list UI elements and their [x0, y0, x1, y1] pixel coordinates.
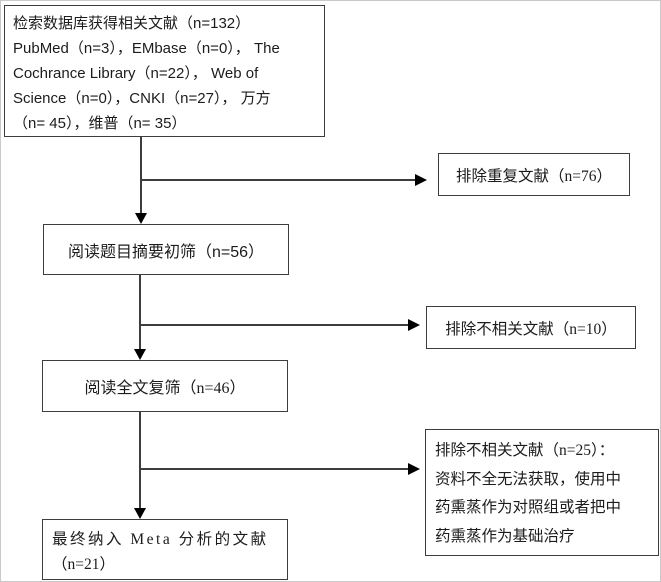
flow-box-final-included: 最终纳入 Meta 分析的文献 （n=21）	[42, 519, 288, 580]
arrowhead-right-icon	[408, 319, 420, 331]
connector-line-right-2	[140, 324, 409, 326]
connector-line-right-1	[141, 179, 416, 181]
connector-line-right-3	[140, 468, 408, 470]
flow-box-duplicates-excluded: 排除重复文献（n=76）	[438, 153, 630, 196]
irrelevant-excluded-2-line-1: 排除不相关文献（n=25）：	[435, 442, 615, 459]
final-included-line-2: （n=21）	[52, 556, 115, 573]
final-included-line-1: 最终纳入 Meta 分析的文献	[52, 531, 269, 548]
title-abstract-screen-label: 阅读题目摘要初筛（n=56）	[67, 243, 265, 261]
flow-box-fulltext-screen: 阅读全文复筛（n=46）	[42, 360, 288, 412]
search-line-3: Cochrance Library（n=22）， Web of	[13, 65, 259, 82]
connector-line-down-2	[139, 275, 141, 350]
irrelevant-excluded-1-label: 排除不相关文献（n=10）	[445, 320, 617, 338]
connector-line-down-3	[139, 412, 141, 509]
fulltext-screen-label: 阅读全文复筛（n=46）	[84, 380, 246, 397]
arrowhead-down-icon	[133, 508, 146, 519]
flow-box-title-abstract-screen: 阅读题目摘要初筛（n=56）	[43, 224, 289, 275]
connector-line-down-1	[140, 137, 142, 214]
flow-box-database-search: 检索数据库获得相关文献（n=132） PubMed（n=3），EMbase（n=…	[4, 5, 325, 137]
irrelevant-excluded-2-line-4: 药熏蒸作为基础治疗	[435, 527, 575, 545]
arrowhead-down-icon	[134, 213, 147, 224]
arrowhead-right-icon	[415, 174, 427, 186]
arrowhead-down-icon	[133, 349, 146, 360]
arrowhead-right-icon	[408, 463, 420, 475]
irrelevant-excluded-2-line-3: 药熏蒸作为对照组或者把中	[435, 499, 622, 516]
flow-box-irrelevant-excluded-2: 排除不相关文献（n=25）： 资料不全无法获取，使用中 药熏蒸作为对照组或者把中…	[425, 429, 659, 556]
irrelevant-excluded-2-line-2: 资料不全无法获取，使用中	[435, 470, 622, 488]
search-line-2: PubMed（n=3），EMbase（n=0）， The	[13, 40, 280, 57]
search-line-1: 检索数据库获得相关文献（n=132）	[13, 15, 251, 32]
flow-box-irrelevant-excluded-1: 排除不相关文献（n=10）	[426, 306, 636, 349]
search-line-4: Science（n=0），CNKI（n=27）， 万方	[13, 90, 271, 107]
search-line-5: （n= 45），维普（n= 35）	[13, 115, 187, 132]
duplicates-excluded-label: 排除重复文献（n=76）	[456, 167, 612, 185]
